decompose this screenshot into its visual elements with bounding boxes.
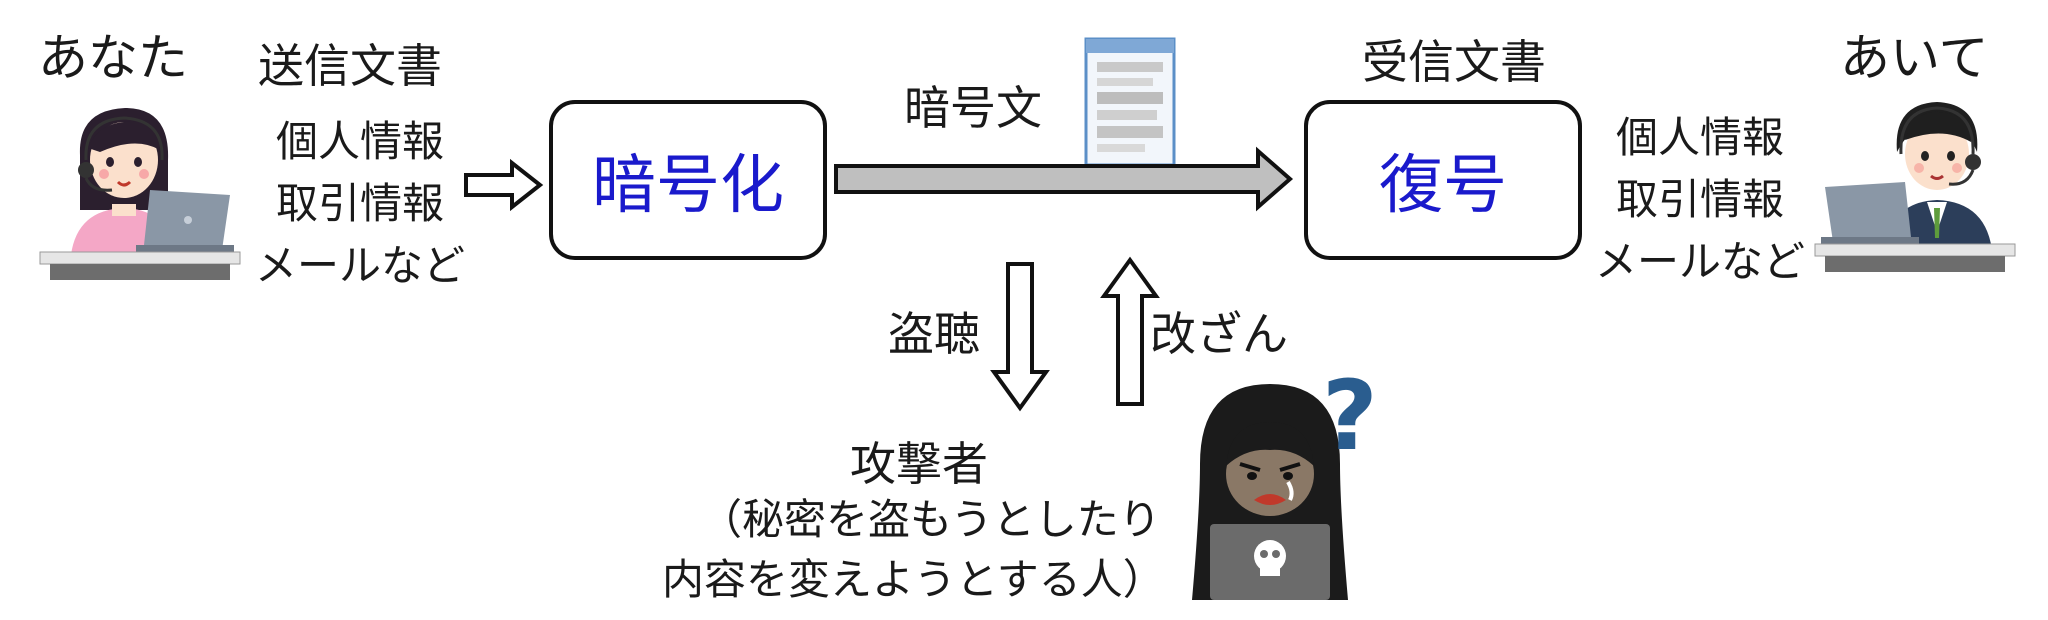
receiver-doc-title: 受信文書: [1362, 35, 1546, 89]
sender-item-1: 個人情報: [275, 117, 444, 166]
tamper-arrow: [1100, 256, 1160, 406]
transmission-arrow: [834, 146, 1294, 212]
receiver-item-2: 取引情報: [1615, 175, 1784, 224]
sender-item-3: メールなど: [254, 241, 465, 290]
sender-illustration: [39, 108, 241, 280]
sender-to-encrypt-arrow: [464, 158, 544, 212]
receiver-name: あいて: [1840, 29, 1989, 87]
sender-item-2: 取引情報: [275, 179, 444, 228]
attacker-illustration: [1192, 384, 1348, 600]
sender-doc-title: 送信文書: [258, 39, 442, 93]
question-mark-icon: ?: [1322, 360, 1378, 472]
receiver-item-1: 個人情報: [1615, 113, 1784, 162]
attacker-desc-line1: （秘密を盗もうとしたり: [700, 495, 1161, 544]
ciphertext-document-icon: [1084, 37, 1176, 167]
attacker-title: 攻撃者: [850, 437, 988, 491]
tamper-label: 改ざん: [1150, 307, 1288, 361]
encrypt-box: 暗号化: [549, 100, 827, 260]
attacker-desc-line2: 内容を変えようとする人）: [662, 555, 1165, 604]
receiver-item-3: メールなど: [1594, 237, 1805, 286]
sender-name: あなた: [38, 29, 188, 87]
ciphertext-label: 暗号文: [904, 81, 1042, 135]
decrypt-box: 復号: [1304, 100, 1582, 260]
eavesdrop-arrow: [990, 262, 1050, 412]
eavesdrop-label: 盗聴: [888, 307, 980, 361]
receiver-illustration: [1814, 102, 2016, 272]
